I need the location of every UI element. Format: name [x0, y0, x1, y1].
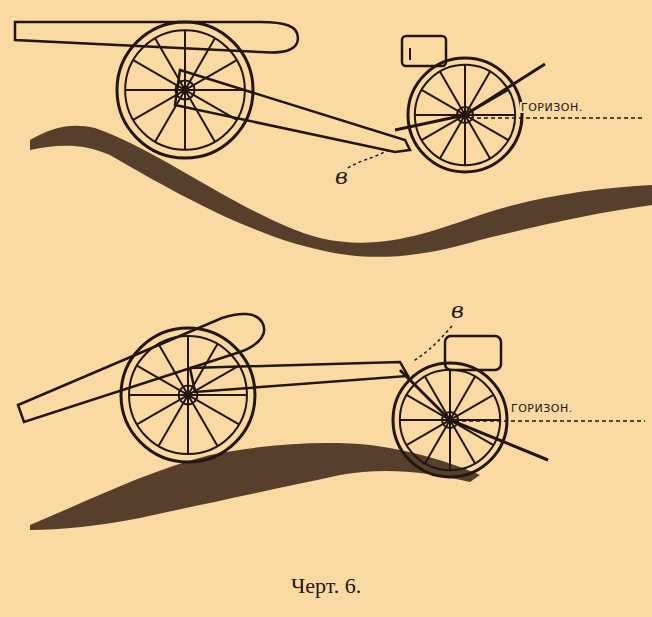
terrain — [30, 126, 652, 257]
horizon-label: ГОРИЗОН. — [520, 102, 584, 113]
gun-wheel — [121, 328, 255, 462]
limber-box — [445, 336, 501, 370]
terrain — [30, 443, 480, 530]
horizon-line — [455, 420, 645, 422]
callout-letter: в — [334, 166, 349, 188]
gun-trail — [175, 70, 410, 152]
leader-line — [412, 326, 452, 362]
horizon-line — [470, 117, 645, 119]
limber-wheel — [408, 58, 522, 172]
leader-line — [348, 150, 388, 168]
limber-box — [402, 36, 446, 66]
gun-wheel — [117, 22, 253, 158]
callout-letter: в — [450, 300, 465, 322]
limber-wheel — [393, 363, 507, 477]
horizon-label: ГОРИЗОН. — [510, 403, 574, 414]
gun-trail — [190, 362, 408, 392]
figure-caption: Черт. 6. — [290, 575, 362, 597]
